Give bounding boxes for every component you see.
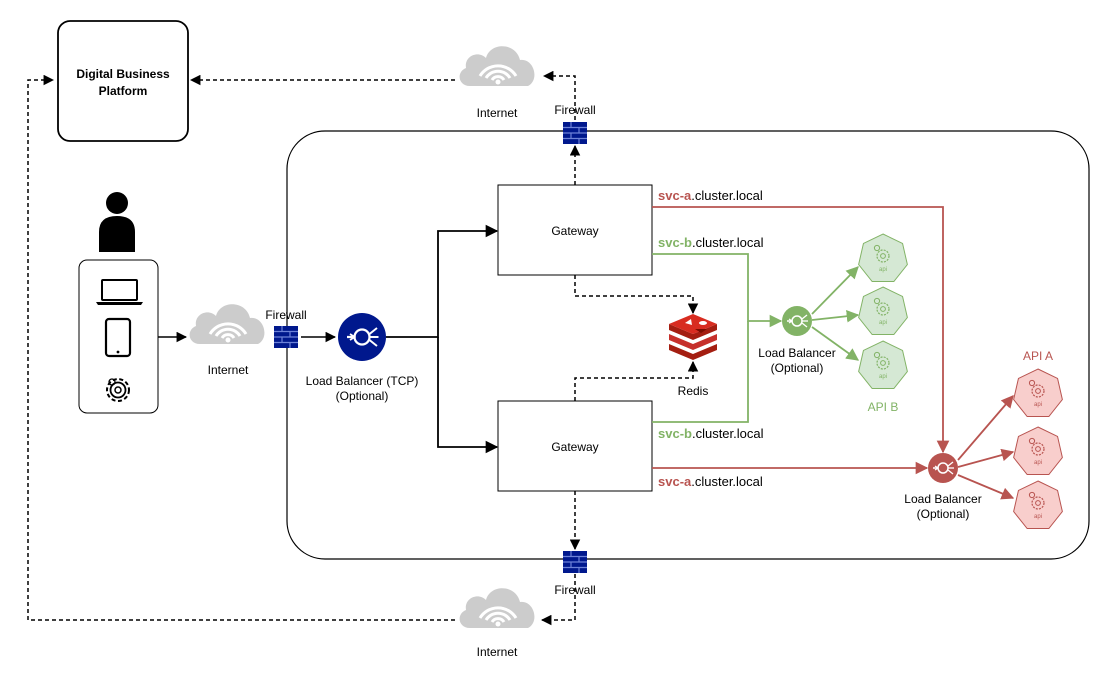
api-icon-label: api (1034, 460, 1042, 466)
api-icon-label: api (879, 320, 887, 326)
edge-lb-a-api-a-1 (957, 395, 1014, 461)
lb-a-label-line2: (Optional) (917, 507, 970, 521)
api-b-pod-icon: api (858, 340, 908, 390)
cloud-icon-internet-top (458, 44, 536, 88)
lb-tcp-label-line2: (Optional) (336, 389, 389, 403)
firewall-icon-bottom (562, 550, 588, 574)
api-a-pod-icon: api (1013, 368, 1063, 418)
api-icon-label: api (1034, 402, 1042, 408)
gear-icon (106, 378, 130, 402)
api-icon-label: api (1034, 514, 1042, 520)
user-icon (99, 192, 135, 252)
edge-gateway-top-lb-a (652, 206, 950, 454)
edge-gateway-bottom-redis (574, 360, 699, 401)
route-label-svc-a-top: svc-a.cluster.local (658, 188, 763, 203)
lb-b-label-line2: (Optional) (771, 361, 824, 375)
api-icon-label: api (879, 267, 887, 273)
edge-lb-a-api-a-2 (957, 448, 1015, 468)
api-b-pod-icon: api (858, 286, 908, 336)
lb-tcp-label-line1: Load Balancer (TCP) (306, 374, 419, 388)
edge-internet-bottom-platform (27, 74, 455, 621)
edge-lb-b-api-b-2 (811, 309, 860, 323)
gateway-bottom: Gateway (497, 400, 653, 492)
load-balancer-b-icon (782, 306, 812, 336)
route-label-svc-a-bottom: svc-a.cluster.local (658, 474, 763, 489)
edge-gateway-bottom-lb-b (652, 321, 749, 423)
edge-lb-b-api-b-3 (811, 326, 860, 361)
laptop-icon (96, 279, 143, 305)
platform-title-line2: Platform (99, 84, 148, 98)
cloud-icon-internet-left (188, 302, 266, 346)
edge-lb-b-api-b-1 (811, 266, 859, 315)
api-a-pod-icon: api (1013, 480, 1063, 530)
lb-b-label-line1: Load Balancer (758, 346, 835, 360)
internet-top-label: Internet (477, 106, 518, 120)
firewall-left-label: Firewall (265, 308, 306, 322)
redis-icon (669, 314, 717, 360)
edge-gateway-top-lb-b (652, 253, 783, 328)
route-label-svc-b-bottom: svc-b.cluster.local (658, 426, 764, 441)
gateway-top: Gateway (497, 184, 653, 276)
edge-lb-a-api-a-3 (957, 474, 1015, 500)
api-b-pod-icon: api (858, 233, 908, 283)
internet-bottom-label: Internet (477, 645, 518, 659)
edge-lb-gateway-bottom (437, 337, 499, 454)
api-b-title: API B (868, 400, 899, 414)
digital-business-platform: Digital Business Platform (57, 20, 189, 142)
gateway-top-label: Gateway (551, 224, 598, 238)
redis-label: Redis (678, 384, 709, 398)
edge-firewall-top-internet (542, 70, 576, 120)
gateway-bottom-label: Gateway (551, 440, 598, 454)
cloud-icon-internet-bottom (458, 586, 536, 630)
internet-left-label: Internet (208, 363, 249, 377)
edge-gateway-top-redis (574, 275, 699, 315)
lb-a-label-line1: Load Balancer (904, 492, 981, 506)
route-label-svc-b-top: svc-b.cluster.local (658, 235, 764, 250)
firewall-icon-left (273, 325, 299, 349)
edge-firewall-bottom-internet (540, 574, 576, 626)
api-a-title: API A (1023, 349, 1053, 363)
api-icon-label: api (879, 374, 887, 380)
firewall-icon-top (562, 121, 588, 145)
platform-title-line1: Digital Business (76, 67, 170, 81)
load-balancer-tcp-icon (338, 313, 386, 361)
tablet-icon (104, 317, 132, 358)
api-a-pod-icon: api (1013, 426, 1063, 476)
edge-lb-gateway-top (386, 224, 499, 338)
load-balancer-a-icon (928, 453, 958, 483)
devices-panel (78, 259, 159, 414)
